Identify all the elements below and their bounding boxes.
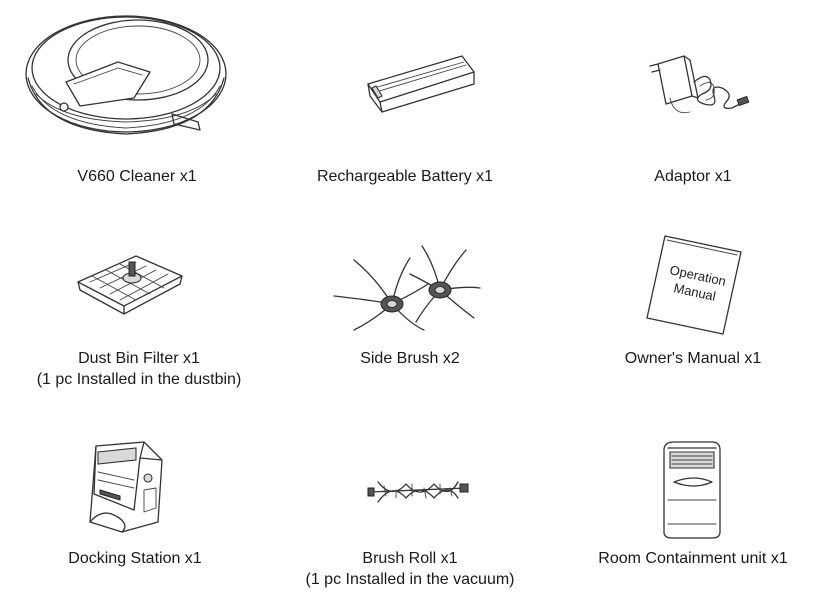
item-caption: V660 Cleaner x1 — [37, 166, 237, 187]
item-caption: Brush Roll x1 (1 pc Installed in the vac… — [285, 548, 535, 590]
caption-line: (1 pc Installed in the vacuum) — [305, 571, 515, 588]
side-brush-icon — [333, 245, 481, 331]
caption-line: Owner's Manual x1 — [624, 350, 762, 367]
room-containment-unit-icon — [663, 441, 721, 539]
caption-line: Room Containment unit x1 — [598, 550, 788, 567]
robot-vacuum-icon — [25, 15, 227, 135]
caption-line: Rechargeable Battery x1 — [316, 168, 494, 185]
dust-bin-filter-icon — [77, 255, 183, 315]
caption-line: Brush Roll x1 — [362, 550, 458, 567]
item-caption: Side Brush x2 — [310, 348, 510, 369]
item-caption: Room Containment unit x1 — [573, 548, 813, 569]
caption-line: V660 Cleaner x1 — [77, 168, 197, 185]
caption-line: Docking Station x1 — [68, 550, 202, 567]
battery-pack-icon — [367, 55, 475, 113]
caption-line: (1 pc Installed in the dustbin) — [36, 371, 242, 388]
owners-manual-icon: Operation Manual — [646, 235, 742, 335]
item-caption: Owner's Manual x1 — [593, 348, 793, 369]
caption-line: Adaptor x1 — [654, 168, 732, 185]
docking-station-icon — [89, 441, 163, 533]
item-caption: Dust Bin Filter x1 (1 pc Installed in th… — [14, 348, 264, 390]
brush-roll-icon — [367, 481, 469, 503]
caption-line: Dust Bin Filter x1 — [78, 350, 200, 367]
item-caption: Adaptor x1 — [593, 166, 793, 187]
power-adaptor-icon — [649, 55, 750, 114]
item-caption: Rechargeable Battery x1 — [285, 166, 525, 187]
item-caption: Docking Station x1 — [35, 548, 235, 569]
caption-line: Side Brush x2 — [360, 350, 460, 367]
